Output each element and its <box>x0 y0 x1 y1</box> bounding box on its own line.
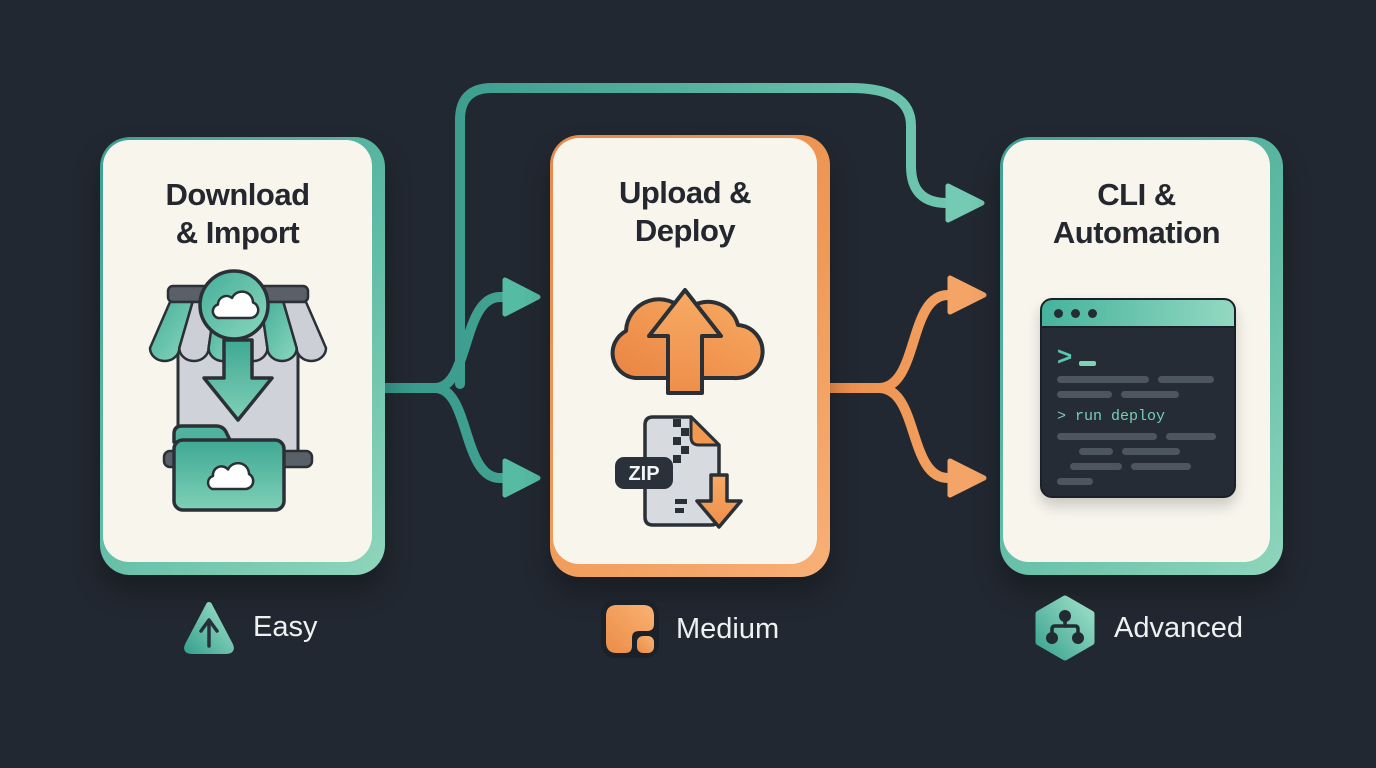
card-title-line: Automation <box>1052 214 1221 250</box>
code-line <box>1057 433 1234 440</box>
hexagon-nodes-icon <box>1035 595 1095 661</box>
code-line <box>1057 391 1234 398</box>
code-line <box>1070 463 1234 470</box>
card-title-line: Upload & <box>618 175 752 210</box>
arrowhead-icon <box>947 275 987 315</box>
zip-badge <box>615 456 673 489</box>
storefront-cloud-download-icon <box>148 268 327 512</box>
terminal-body: > > run deploy <box>1042 328 1234 485</box>
window-dot-icon <box>1054 308 1063 318</box>
card-title-line: CLI & <box>1097 177 1176 212</box>
zip-file-download-icon: ZIP <box>615 414 743 529</box>
connector-card1-to-card3-bypass <box>455 83 985 389</box>
card-download-import: Download & Import <box>100 137 385 575</box>
card-upload-deploy: Upload & Deploy <box>550 135 830 577</box>
legend-medium: Medium <box>601 600 779 658</box>
card-title-line: & Import <box>175 214 300 250</box>
zip-badge-label: ZIP <box>628 463 659 485</box>
code-line <box>1079 448 1234 455</box>
card-title: Upload & Deploy <box>618 174 752 250</box>
card-title: Download & Import <box>165 176 310 252</box>
legend-advanced: Advanced <box>1033 595 1243 661</box>
cloud-upload-icon <box>610 287 765 395</box>
terminal-prompt: > <box>1057 338 1234 371</box>
arrowhead-icon <box>945 183 985 223</box>
window-dot-icon <box>1071 308 1080 318</box>
card-cli-automation: CLI & Automation > <box>1000 137 1283 575</box>
legend-easy: Easy <box>182 599 317 655</box>
card-upload-deploy-body: Upload & Deploy <box>553 138 817 564</box>
legend-label: Advanced <box>1114 611 1243 644</box>
layout-squares-icon <box>601 600 659 658</box>
card-download-import-body: Download & Import <box>103 140 372 562</box>
legend-label: Easy <box>253 610 318 643</box>
terminal-command: > run deploy <box>1057 408 1166 425</box>
connector-card2-to-card3 <box>825 275 987 498</box>
connector-card1-to-card2 <box>380 277 541 498</box>
card-title-line: Download <box>165 177 310 212</box>
code-line <box>1057 376 1234 383</box>
card-title-line: Deploy <box>634 212 736 248</box>
card-cli-automation-body: CLI & Automation > <box>1003 140 1270 562</box>
arrowhead-icon <box>502 277 541 317</box>
code-line <box>1057 478 1234 485</box>
triangle-up-icon <box>184 602 234 654</box>
terminal-title-bar <box>1042 300 1234 328</box>
cursor-icon <box>1079 361 1097 366</box>
card-title: CLI & Automation <box>1052 176 1221 252</box>
terminal-window-icon: > > run deploy <box>1040 298 1236 498</box>
legend-label: Medium <box>676 612 780 645</box>
arrowhead-icon <box>947 458 987 498</box>
window-dot-icon <box>1088 308 1097 318</box>
arrowhead-icon <box>502 458 541 498</box>
prompt-chevron: > <box>1057 341 1073 371</box>
